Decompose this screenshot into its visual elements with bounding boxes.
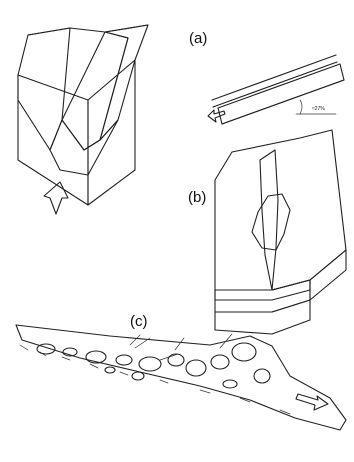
panel-a-slope-section [208, 55, 344, 124]
panel-a-valley-block [18, 25, 148, 214]
slope-angle-annotation: ≈27% [312, 106, 325, 112]
panel-a-label: (a) [189, 30, 207, 47]
panel-c-label: (c) [130, 313, 148, 330]
panel-b-label: (b) [188, 189, 206, 206]
panel-b-gully-block [215, 130, 346, 334]
panel-c-debris-flow-section [16, 325, 346, 430]
